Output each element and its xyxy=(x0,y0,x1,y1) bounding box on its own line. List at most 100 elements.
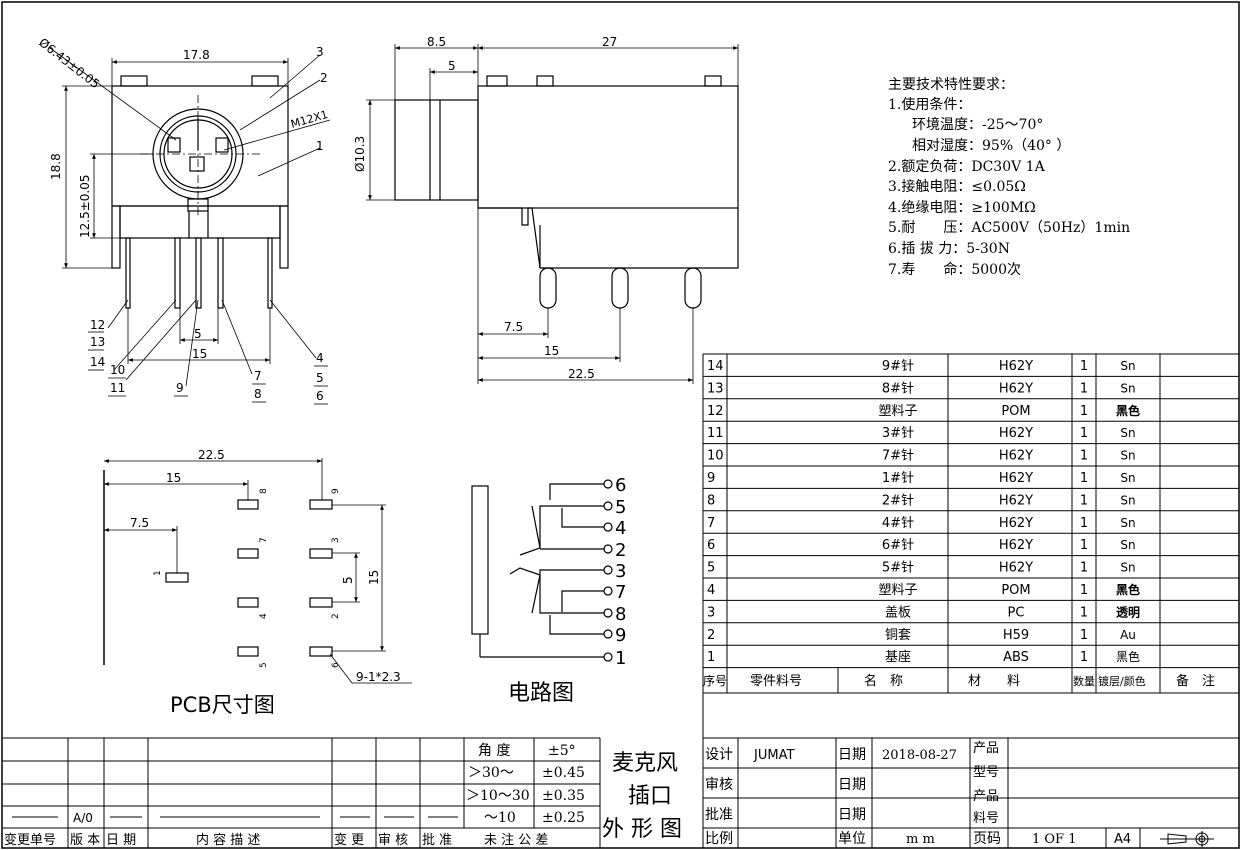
bom-cell-name: 1#针 xyxy=(882,471,914,486)
projection-symbol-icon xyxy=(1160,831,1214,847)
bom-cell-qty: 1 xyxy=(1080,605,1088,620)
tol-angle-k: 角 度 xyxy=(478,743,510,759)
circuit-pin-2: 2 xyxy=(615,540,626,561)
dim-side-5: 5 xyxy=(448,59,456,73)
bom-cell-qty: 1 xyxy=(1080,583,1088,598)
bom-cell-no: 13 xyxy=(707,381,724,396)
tol1-v: ±0.45 xyxy=(542,765,585,781)
h-tol: 未 注 公 差 xyxy=(484,833,548,848)
circuit-pin-3: 3 xyxy=(615,561,626,582)
bom-h-no: 序号 xyxy=(703,673,727,688)
specs-l1: 1.使用条件： xyxy=(888,96,971,113)
circuit-title: 电路图 xyxy=(508,681,574,706)
approve-k: 批准 xyxy=(705,807,733,823)
callout-10: 10 xyxy=(110,363,125,377)
bom-cell-name: 7#针 xyxy=(882,449,914,464)
callout-12: 12 xyxy=(90,318,105,332)
model-k2: 型号 xyxy=(973,765,999,780)
design-k: 设计 xyxy=(705,747,733,763)
unit-k: 单位 xyxy=(838,831,866,847)
specs-l3: 3.接触电阻：≤0.05Ω xyxy=(888,178,1026,195)
bom-cell-no: 3 xyxy=(707,605,715,620)
circuit-pin-6: 6 xyxy=(615,475,626,496)
bom-cell-mat: ABS xyxy=(1003,650,1029,665)
bom-cell-name: 9#针 xyxy=(882,359,914,374)
bom-cell-finish: Sn xyxy=(1120,471,1135,485)
dim-side-27: 27 xyxy=(602,35,617,49)
bom-cell-finish: Sn xyxy=(1120,426,1135,440)
circuit-pin-1: 1 xyxy=(615,648,626,669)
callout-13: 13 xyxy=(90,335,105,349)
bom-cell-qty: 1 xyxy=(1080,426,1088,441)
specs-l6: 6.插 拔 力：5-30N xyxy=(888,241,1010,257)
rev-value: A/0 xyxy=(73,811,93,825)
callout-5: 5 xyxy=(316,371,324,385)
bom-cell-no: 9 xyxy=(707,471,715,486)
pcb-dims xyxy=(104,458,412,684)
bom-cell-qty: 1 xyxy=(1080,538,1088,553)
circuit-pin-4: 4 xyxy=(615,518,626,539)
review-k: 审核 xyxy=(705,777,733,793)
pcb-dim-v15: 15 xyxy=(367,570,381,585)
h-approve: 批 准 xyxy=(422,833,452,848)
bom-cell-no: 11 xyxy=(707,426,724,441)
bom-cell-no: 5 xyxy=(707,561,715,576)
bom-cell-mat: H62Y xyxy=(999,561,1033,576)
model-k1: 产品 xyxy=(973,741,999,756)
title-block-text: A/0 变更单号 版 本 日 期 内 容 描 述 变 更 审 核 批 准 未 注… xyxy=(4,741,1131,848)
specs-title: 主要技术特性要求： xyxy=(888,77,1014,93)
bom-cell-name: 6#针 xyxy=(882,538,914,553)
review-date-k: 日期 xyxy=(838,777,866,793)
title-block-grid xyxy=(2,737,1239,848)
front-dim-text: 17.8 18.8 12.5±0.05 Ø6.43±0.05 M12X1 5 1… xyxy=(36,35,329,403)
dim-side-75: 7.5 xyxy=(504,320,523,334)
bom-cell-finish: 黑色 xyxy=(1116,582,1140,597)
bom-cell-no: 6 xyxy=(707,538,715,553)
bom-cell-no: 4 xyxy=(707,583,715,598)
callout-14: 14 xyxy=(90,355,105,369)
callout-9: 9 xyxy=(176,381,184,395)
bom-cell-no: 10 xyxy=(707,449,724,464)
tol3-k: ～10 xyxy=(484,810,516,826)
part-name-l2: 插口 xyxy=(628,784,672,809)
bom-cell-finish: Sn xyxy=(1120,493,1135,507)
bom-cell-name: 8#针 xyxy=(882,381,914,396)
page-k: 页码 xyxy=(973,831,1001,847)
callout-4: 4 xyxy=(316,351,324,365)
pcb-pin-3: 3 xyxy=(331,537,341,543)
bom-cell-mat: H62Y xyxy=(999,538,1033,553)
callout-8: 8 xyxy=(254,387,262,401)
partno-k1: 产品 xyxy=(973,789,999,804)
bom-cell-name: 5#针 xyxy=(882,561,914,576)
pcb-text: 22.5 15 7.5 5 15 9-1*2.3 8 9 7 3 1 4 2 5… xyxy=(130,448,401,717)
dim-side-85: 8.5 xyxy=(427,35,446,49)
callout-1: 1 xyxy=(316,139,324,153)
h-change-no: 变更单号 xyxy=(4,832,56,848)
h-ver: 版 本 xyxy=(70,833,100,848)
bom-cell-name: 塑料子 xyxy=(878,583,917,598)
part-name-l1: 麦克风 xyxy=(612,751,678,776)
specs-l2: 2.额定负荷：DC30V 1A xyxy=(888,159,1046,175)
pcb-dim-225: 22.5 xyxy=(198,448,225,462)
circuit-pin-5: 5 xyxy=(615,497,626,518)
dim-center: 12.5±0.05 xyxy=(78,175,92,239)
bom-cell-mat: H62Y xyxy=(999,471,1033,486)
dim-side-dia: Ø10.3 xyxy=(353,136,367,172)
tol2-k: ＞10～30 xyxy=(466,788,530,804)
bom-cell-finish: 透明 xyxy=(1116,605,1140,619)
partno-k2: 料号 xyxy=(973,811,999,826)
bom-cell-qty: 1 xyxy=(1080,516,1088,531)
design-v: JUMAT xyxy=(753,748,794,763)
bom-cell-finish: Sn xyxy=(1120,359,1135,373)
bom-cell-name: 基座 xyxy=(885,650,911,665)
circuit-pin-9: 9 xyxy=(615,625,626,646)
bom-cell-mat: H62Y xyxy=(999,493,1033,508)
bom-cell-no: 12 xyxy=(707,404,724,419)
dim-thread: M12X1 xyxy=(289,108,329,131)
pcb-pin-6: 6 xyxy=(331,662,341,668)
callout-underlines xyxy=(88,331,328,405)
tol3-v: ±0.25 xyxy=(542,810,585,826)
callout-2: 2 xyxy=(320,71,328,85)
bom-cell-finish: Au xyxy=(1120,628,1136,642)
